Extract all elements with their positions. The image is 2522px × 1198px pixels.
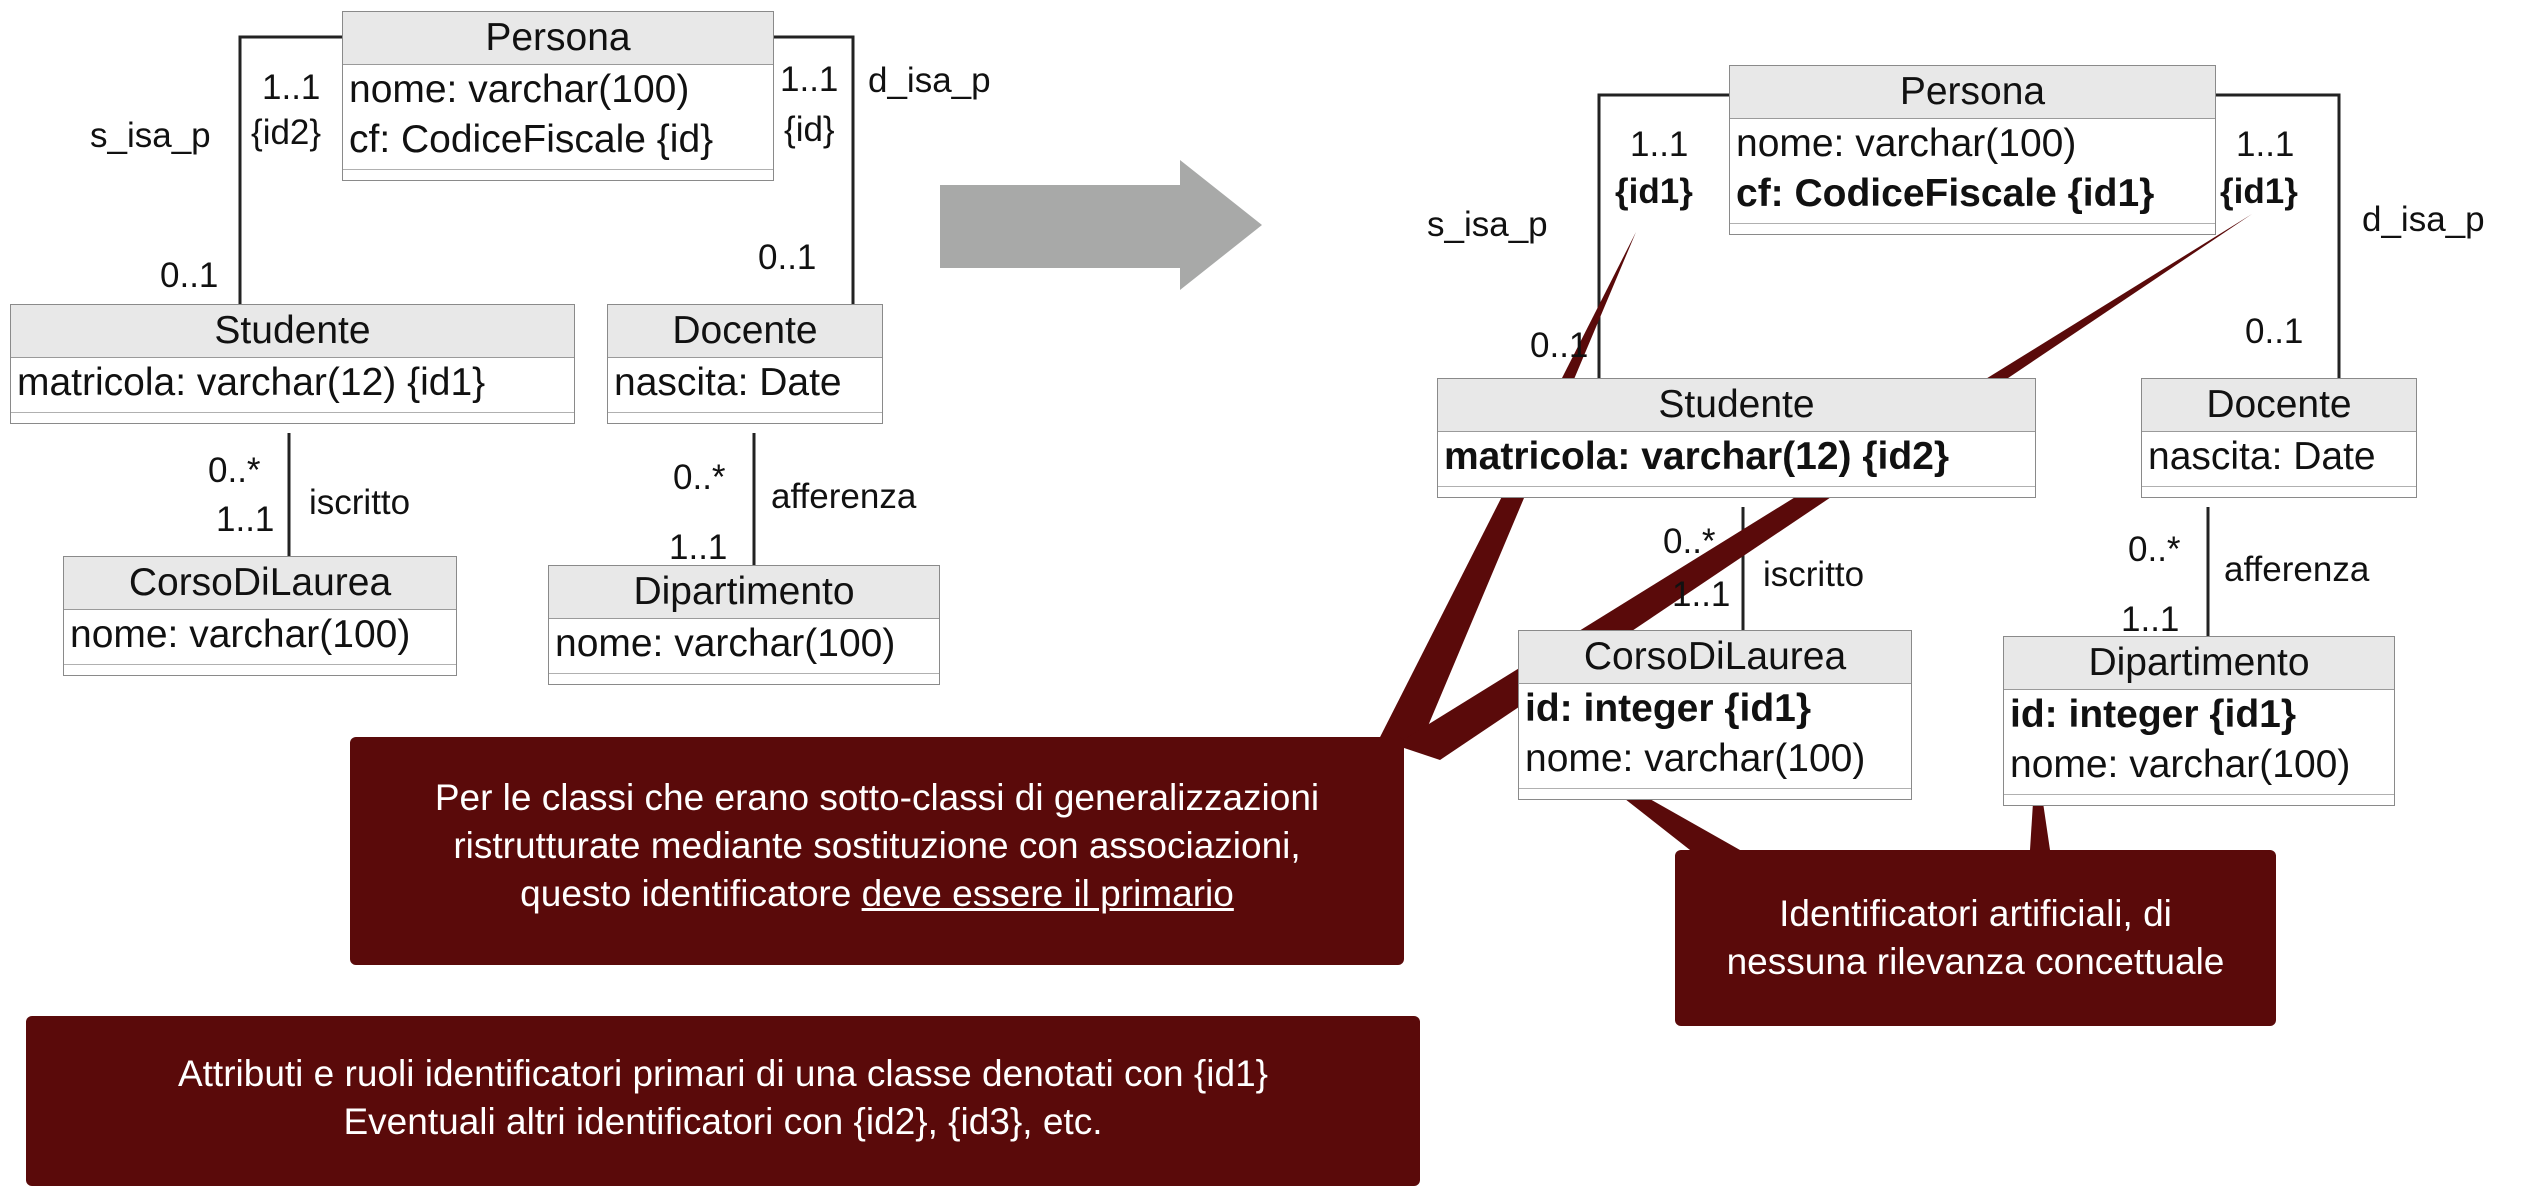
- left-d-isa-p-label: d_isa_p: [868, 61, 991, 100]
- class-attribute-primary-id: id: integer {id1}: [1525, 687, 1812, 730]
- class-name: Dipartimento: [549, 566, 939, 619]
- class-attribute-primary-id: id: integer {id1}: [2010, 693, 2297, 736]
- right-d-isa-p-label: d_isa_p: [2362, 200, 2485, 239]
- right-afferenza-label: afferenza: [2224, 550, 2370, 589]
- left-class-corsodilaurea: CorsoDiLaurea nome: varchar(100): [63, 556, 457, 676]
- right-d-mult-bottom: 0..1: [2245, 312, 2304, 351]
- class-footer: [1438, 486, 2035, 497]
- class-name: CorsoDiLaurea: [64, 557, 456, 610]
- callout-line: questo identificatore deve essere il pri…: [350, 870, 1404, 918]
- right-s-id-label: {id1}: [1615, 172, 1693, 211]
- class-attribute: matricola: varchar(12) {id1}: [17, 361, 486, 404]
- left-s-id-label: {id2}: [251, 113, 322, 152]
- class-footer: [2142, 486, 2416, 497]
- class-name: Studente: [1438, 379, 2035, 432]
- left-class-dipartimento: Dipartimento nome: varchar(100): [548, 565, 940, 685]
- left-iscritto-label: iscritto: [309, 483, 411, 522]
- class-attribute: nome: varchar(100): [1525, 737, 1866, 780]
- left-d-mult-bottom: 0..1: [758, 238, 817, 277]
- class-attribute: nascita: Date: [614, 361, 842, 404]
- class-name: Docente: [608, 305, 882, 358]
- right-class-studente: Studente matricola: varchar(12) {id2}: [1437, 378, 2036, 498]
- class-name: Docente: [2142, 379, 2416, 432]
- class-name: Dipartimento: [2004, 637, 2394, 690]
- right-d-id-label: {id1}: [2220, 172, 2298, 211]
- callout-artificial-ids: Identificatori artificiali, di nessuna r…: [1675, 850, 2276, 1026]
- class-footer: [549, 673, 939, 684]
- left-isc-mult-bottom: 1..1: [216, 500, 275, 539]
- callout-line: Attributi e ruoli identificatori primari…: [177, 1053, 1269, 1094]
- right-isc-mult-bottom: 1..1: [1672, 575, 1731, 614]
- left-d-mult-top: 1..1: [780, 60, 839, 99]
- right-aff-mult-bottom: 1..1: [2121, 600, 2180, 639]
- class-name: Persona: [1730, 66, 2215, 119]
- callout-text: questo identificatore: [520, 873, 862, 914]
- callout-emphasis: deve essere il primario: [861, 873, 1234, 914]
- class-footer: [2004, 794, 2394, 805]
- right-s-isa-p-label: s_isa_p: [1427, 205, 1548, 244]
- left-afferenza-label: afferenza: [771, 477, 917, 516]
- right-s-mult-top: 1..1: [1630, 125, 1689, 164]
- left-s-isa-p-label: s_isa_p: [90, 116, 211, 155]
- callout-line: Eventuali altri identificatori con {id2}…: [343, 1101, 1103, 1142]
- left-isc-mult-top: 0..*: [208, 451, 261, 490]
- right-s-mult-bottom: 0..1: [1530, 326, 1589, 365]
- left-aff-mult-top: 0..*: [673, 458, 726, 497]
- left-class-docente: Docente nascita: Date: [607, 304, 883, 424]
- callout-legend: Attributi e ruoli identificatori primari…: [26, 1016, 1420, 1186]
- left-aff-mult-bottom: 1..1: [669, 528, 728, 567]
- left-d-isa-line: [774, 35, 855, 304]
- class-attribute-secondary-id: matricola: varchar(12) {id2}: [1444, 435, 1950, 478]
- class-name: Persona: [343, 12, 773, 65]
- class-footer: [343, 169, 773, 180]
- right-class-corsodilaurea: CorsoDiLaurea id: integer {id1} nome: va…: [1518, 630, 1912, 800]
- right-isc-mult-top: 0..*: [1663, 522, 1716, 561]
- class-name: Studente: [11, 305, 574, 358]
- left-class-studente: Studente matricola: varchar(12) {id1}: [10, 304, 575, 424]
- class-attribute: nome: varchar(100): [2010, 743, 2351, 786]
- class-footer: [64, 664, 456, 675]
- class-attribute: cf: CodiceFiscale {id}: [349, 118, 714, 161]
- right-d-isa-line: [2216, 93, 2341, 378]
- class-footer: [1519, 788, 1911, 799]
- class-footer: [608, 412, 882, 423]
- right-class-dipartimento: Dipartimento id: integer {id1} nome: var…: [2003, 636, 2395, 806]
- callout-line: nessuna rilevanza concettuale: [1726, 941, 2225, 982]
- class-attribute: nome: varchar(100): [555, 622, 896, 665]
- right-class-docente: Docente nascita: Date: [2141, 378, 2417, 498]
- class-footer: [1730, 223, 2215, 234]
- callout-line: Identificatori artificiali, di: [1779, 893, 2172, 934]
- left-class-persona: Persona nome: varchar(100) cf: CodiceFis…: [342, 11, 774, 181]
- right-aff-mult-top: 0..*: [2128, 530, 2181, 569]
- class-name: CorsoDiLaurea: [1519, 631, 1911, 684]
- callout-line: Per le classi che erano sotto-classi di …: [434, 777, 1320, 818]
- transformation-arrow: [940, 160, 1262, 290]
- right-iscritto-label: iscritto: [1763, 555, 1865, 594]
- callout-generalization-note: Per le classi che erano sotto-classi di …: [350, 737, 1404, 965]
- class-attribute: nome: varchar(100): [1736, 122, 2077, 165]
- right-d-mult-top: 1..1: [2236, 125, 2295, 164]
- class-attribute: nome: varchar(100): [70, 613, 411, 656]
- left-s-isa-line: [238, 35, 342, 304]
- right-s-isa-line: [1597, 93, 1729, 378]
- class-attribute-primary-id: cf: CodiceFiscale {id1}: [1736, 172, 2155, 215]
- class-attribute: nome: varchar(100): [349, 68, 690, 111]
- right-class-persona: Persona nome: varchar(100) cf: CodiceFis…: [1729, 65, 2216, 235]
- left-s-mult-bottom: 0..1: [160, 256, 219, 295]
- class-attribute: nascita: Date: [2148, 435, 2376, 478]
- class-footer: [11, 412, 574, 423]
- callout-line: ristrutturate mediante sostituzione con …: [453, 825, 1301, 866]
- left-s-mult-top: 1..1: [262, 68, 321, 107]
- left-d-id-label: {id}: [784, 110, 835, 149]
